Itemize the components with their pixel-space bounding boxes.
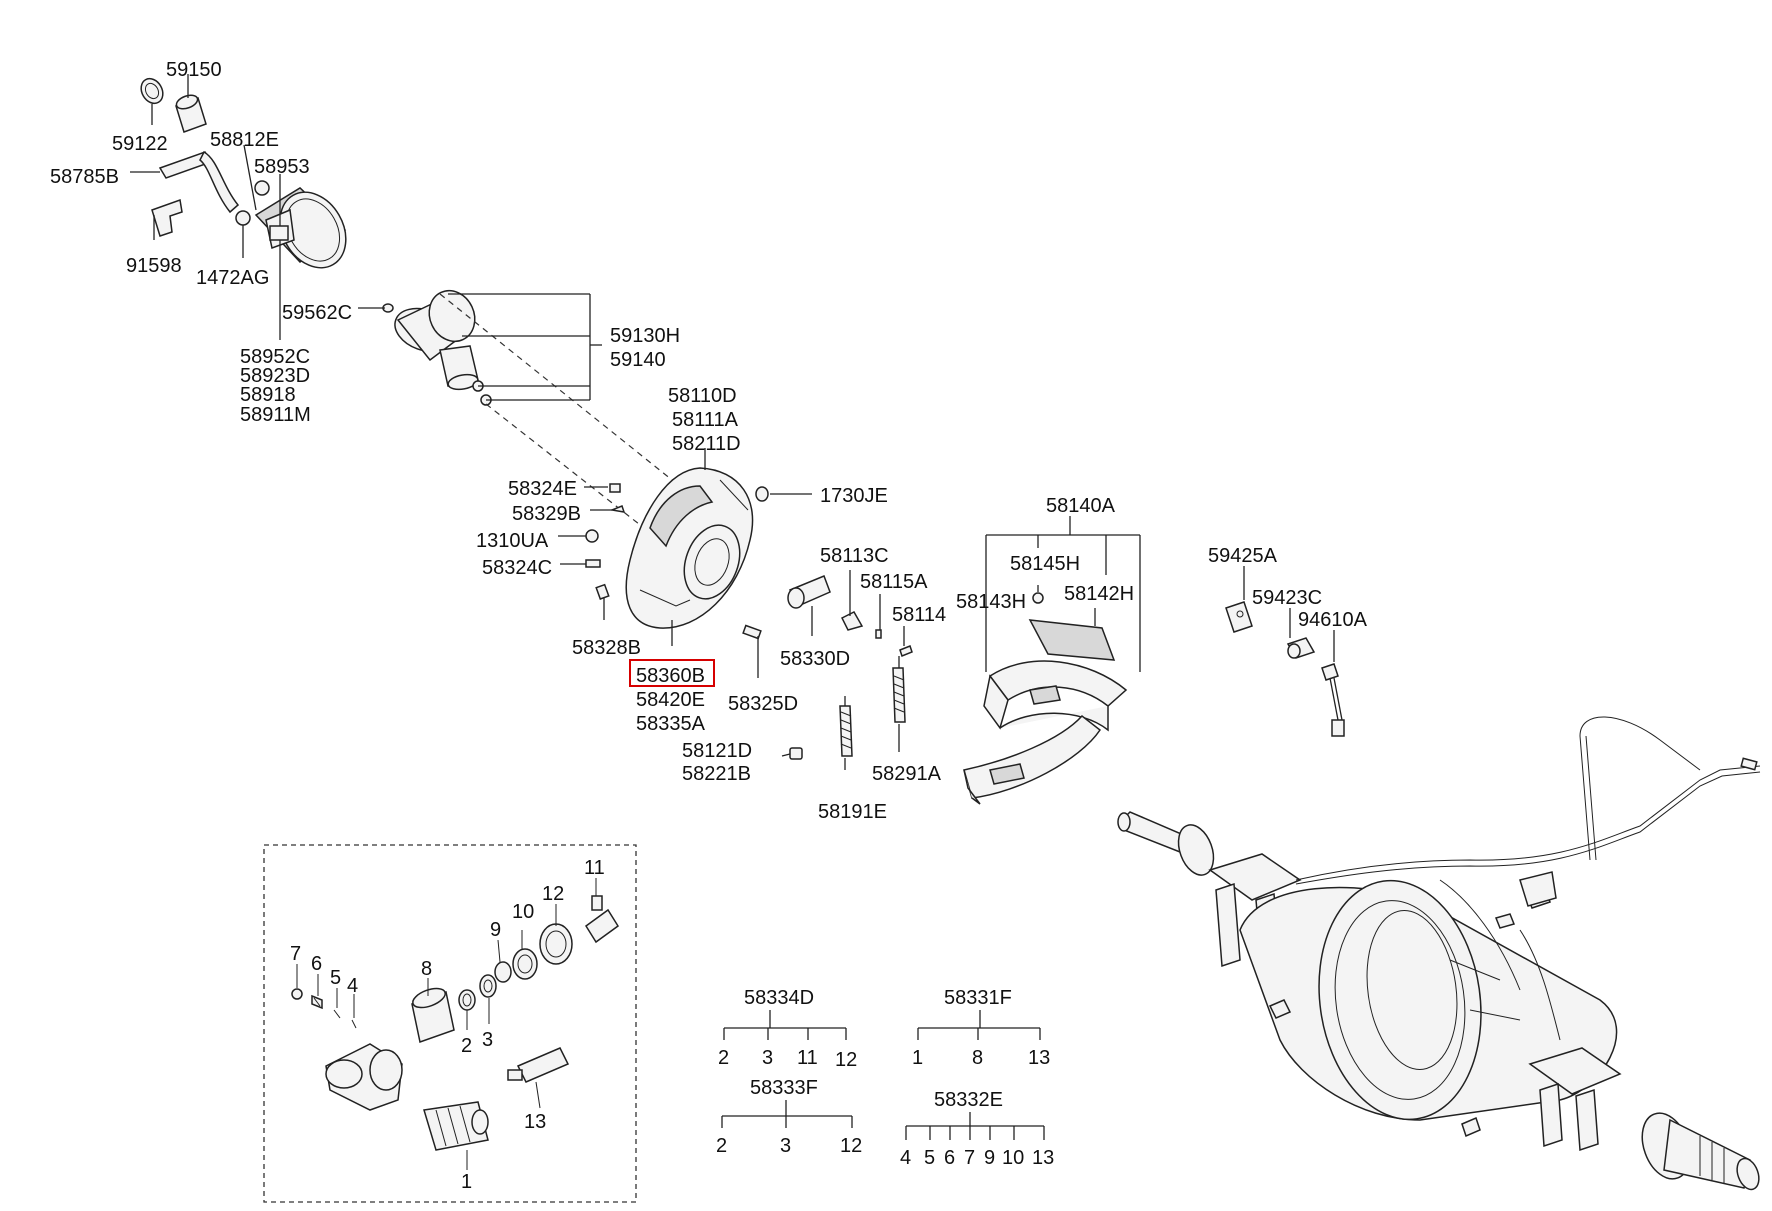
label-58329B[interactable]: 58329B (512, 503, 581, 525)
brake-shoes-group (963, 516, 1141, 805)
label-58911M[interactable]: 58911M (240, 404, 311, 426)
leader-lines-top (130, 74, 602, 401)
kit-number-3: 3 (482, 1029, 493, 1051)
label-58121D[interactable]: 58121D (682, 740, 752, 762)
kit-58331F-item: 1 (912, 1047, 923, 1069)
kit-58332E-item: 4 (900, 1147, 911, 1169)
label-58114[interactable]: 58114 (892, 604, 946, 626)
label-58325D[interactable]: 58325D (728, 693, 798, 715)
label-59562C[interactable]: 59562C (282, 302, 352, 324)
kit-58334D-item: 2 (718, 1047, 729, 1069)
kit-58334D-name[interactable]: 58334D (744, 987, 814, 1009)
kit-trees (721, 1010, 1045, 1140)
label-58140A[interactable]: 58140A (1046, 495, 1116, 517)
label-58110D[interactable]: 58110D (668, 385, 737, 407)
label-58191E[interactable]: 58191E (818, 801, 887, 823)
label-58221B[interactable]: 58221B (682, 763, 751, 785)
kit-58332E-item: 7 (964, 1147, 975, 1169)
kit-number-4: 4 (347, 975, 358, 997)
part-labels: 59150 59122 58812E 58785B 58953 91598 14… (50, 59, 1368, 823)
label-59150[interactable]: 59150 (166, 59, 222, 81)
label-58111A[interactable]: 58111A (672, 409, 739, 431)
kit-58333F-item: 3 (780, 1135, 791, 1157)
kit-number-6: 6 (311, 953, 322, 975)
kit-number-13: 13 (524, 1111, 546, 1133)
label-58211D[interactable]: 58211D (672, 433, 741, 455)
label-58952C[interactable]: 58952C (240, 346, 310, 368)
kit-58333F-name[interactable]: 58333F (750, 1077, 818, 1099)
kit-58334D-item: 3 (762, 1047, 773, 1069)
axle-housing-group (1117, 716, 1761, 1191)
kit-number-9: 9 (490, 919, 501, 941)
label-58142H[interactable]: 58142H (1064, 583, 1134, 605)
kit-58333F-item: 12 (840, 1135, 862, 1157)
label-59140[interactable]: 59140 (610, 349, 666, 371)
label-58145H[interactable]: 58145H (1010, 553, 1080, 575)
label-58115A[interactable]: 58115A (860, 571, 928, 593)
label-58923D[interactable]: 58923D (240, 365, 310, 387)
label-58335A[interactable]: 58335A (636, 713, 706, 735)
kit-58332E-item: 5 (924, 1147, 935, 1169)
highlight-box (629, 659, 715, 687)
label-91598[interactable]: 91598 (126, 255, 182, 277)
label-58812E[interactable]: 58812E (210, 129, 279, 151)
kit-58331F-name[interactable]: 58331F (944, 987, 1012, 1009)
label-59423C[interactable]: 59423C (1252, 587, 1322, 609)
kit-58333F-item: 2 (716, 1135, 727, 1157)
label-58420E[interactable]: 58420E (636, 689, 705, 711)
kit-58332E-name[interactable]: 58332E (934, 1089, 1003, 1111)
kit-number-8: 8 (421, 958, 432, 980)
kit-58331F-item: 8 (972, 1047, 983, 1069)
label-58785B[interactable]: 58785B (50, 166, 119, 188)
kit-tree-labels: 58334D 2 3 11 12 58331F 1 8 13 58333F 2 … (716, 987, 1054, 1169)
kit-58331F-item: 13 (1028, 1047, 1050, 1069)
label-59130H[interactable]: 59130H (610, 325, 680, 347)
kit-58332E-item: 6 (944, 1147, 955, 1169)
label-59425A[interactable]: 59425A (1208, 545, 1278, 567)
label-58324E[interactable]: 58324E (508, 478, 577, 500)
kit-number-2: 2 (461, 1035, 472, 1057)
kit-number-5: 5 (330, 967, 341, 989)
kit-number-7: 7 (290, 943, 301, 965)
label-1472AG[interactable]: 1472AG (196, 267, 269, 289)
label-1310UA[interactable]: 1310UA (476, 530, 549, 552)
kit-58332E-item: 10 (1002, 1147, 1024, 1169)
label-59122[interactable]: 59122 (112, 133, 168, 155)
label-58328B[interactable]: 58328B (572, 637, 641, 659)
kit-number-11: 11 (584, 857, 605, 879)
leader-lines-center (558, 448, 905, 770)
label-58953[interactable]: 58953 (254, 156, 310, 178)
kit-58334D-item: 12 (835, 1049, 857, 1071)
label-58330D[interactable]: 58330D (780, 648, 850, 670)
label-1730JE[interactable]: 1730JE (820, 485, 888, 507)
sensor-parts-group (1225, 566, 1345, 737)
backing-plate-group (585, 467, 913, 760)
label-58291A[interactable]: 58291A (872, 763, 942, 785)
kit-58334D-item: 11 (797, 1047, 818, 1069)
kit-number-1: 1 (461, 1171, 472, 1193)
kit-box-numbers: 7 6 5 4 8 2 3 9 10 12 11 13 1 (290, 857, 605, 1193)
kit-box-group (263, 844, 637, 1203)
kit-number-10: 10 (512, 901, 534, 923)
kit-58332E-item: 13 (1032, 1147, 1054, 1169)
label-58918[interactable]: 58918 (240, 384, 296, 406)
label-58324C[interactable]: 58324C (482, 557, 552, 579)
label-58360B[interactable]: 58360B (636, 665, 705, 687)
label-58143H[interactable]: 58143H (956, 591, 1026, 613)
label-94610A[interactable]: 94610A (1298, 609, 1368, 631)
label-58113C[interactable]: 58113C (820, 545, 889, 567)
brake-chamber-group (140, 77, 723, 569)
kit-number-12: 12 (542, 883, 564, 905)
kit-58332E-item: 9 (984, 1147, 995, 1169)
